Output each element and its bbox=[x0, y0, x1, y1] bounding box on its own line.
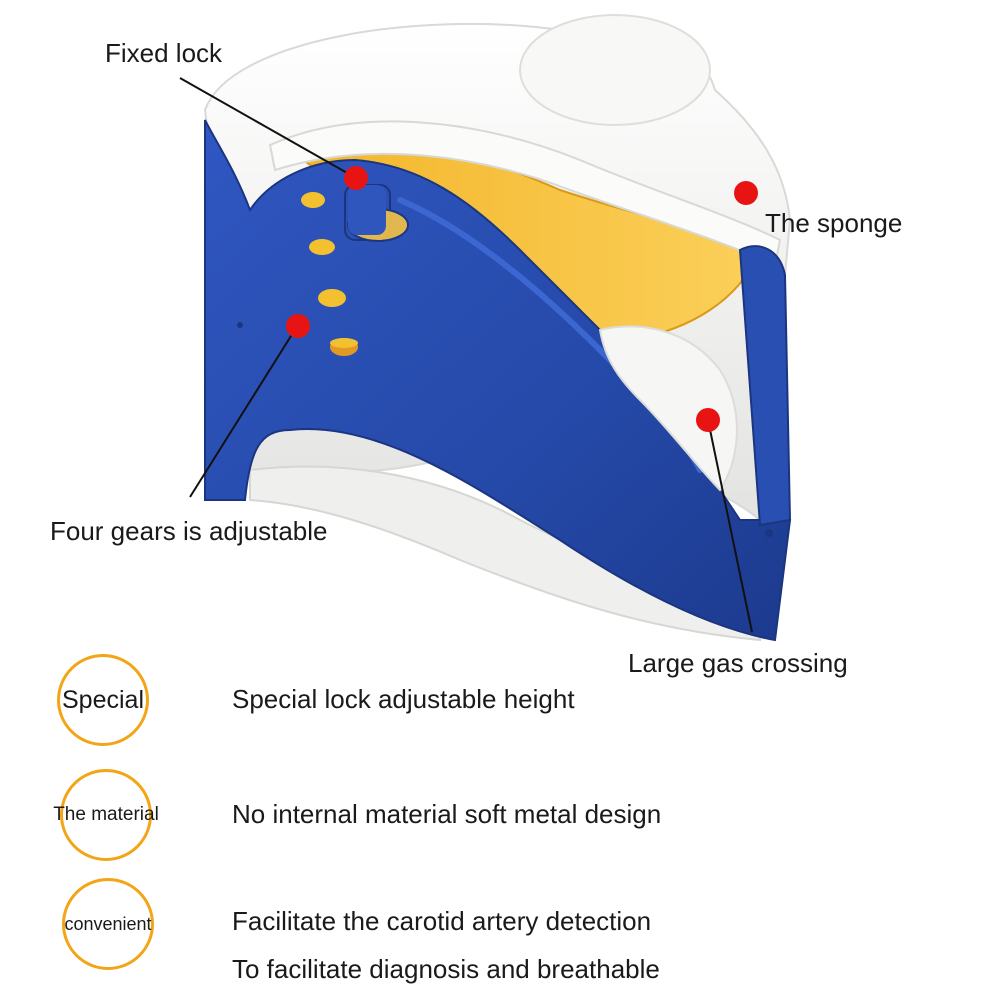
feature-badge-convenient: convenient bbox=[62, 878, 154, 970]
feature-text-convenient-1: Facilitate the carotid artery detection bbox=[232, 906, 652, 936]
marker-gas-crossing bbox=[696, 408, 720, 432]
callout-sponge: The sponge bbox=[765, 208, 903, 238]
cervical-collar-illustration bbox=[179, 14, 792, 642]
callout-leader-lines bbox=[179, 77, 753, 633]
red-marker-dots bbox=[286, 166, 758, 432]
callout-fixed-lock: Fixed lock bbox=[105, 38, 223, 68]
feature-row-convenient: convenient Facilitate the carotid artery… bbox=[0, 878, 1000, 988]
feature-text-convenient-2: To facilitate diagnosis and breathable bbox=[232, 954, 660, 984]
callout-large-gas: Large gas crossing bbox=[628, 648, 848, 678]
feature-text-material: No internal material soft metal design bbox=[232, 799, 662, 829]
feature-row-material: The material No internal material soft m… bbox=[0, 765, 1000, 875]
feature-badge-special: Special bbox=[57, 654, 149, 746]
feature-badge-material: The material bbox=[53, 769, 159, 861]
marker-fixed-lock bbox=[344, 166, 368, 190]
marker-sponge bbox=[734, 181, 758, 205]
feature-text-special: Special lock adjustable height bbox=[232, 684, 575, 714]
adjustment-gear-holes bbox=[301, 192, 358, 356]
collar-sponge-rim bbox=[268, 120, 782, 267]
collar-blue-side bbox=[738, 245, 792, 527]
marker-gears bbox=[286, 314, 310, 338]
fixed-lock-tab bbox=[344, 184, 409, 242]
feature-row-special: Special Special lock adjustable height bbox=[0, 650, 1000, 760]
callout-four-gears: Four gears is adjustable bbox=[50, 516, 328, 546]
